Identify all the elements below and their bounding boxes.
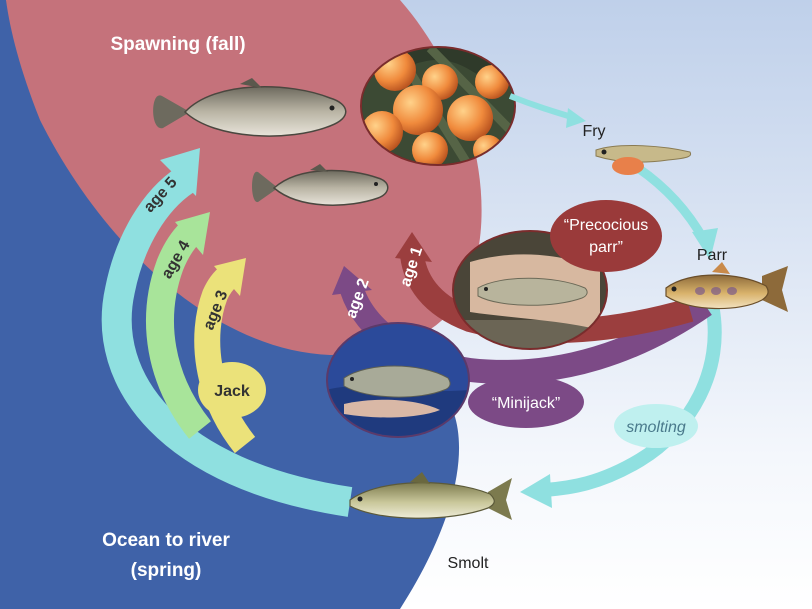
salmon-egg-cluster-photo: [360, 46, 516, 166]
age-4-arrowhead: [175, 212, 210, 255]
minijack-photo: [326, 322, 470, 438]
age-3-arrowhead: [214, 258, 246, 296]
precocious-parr-bubble: [550, 200, 662, 272]
smolt-label: Smolt: [448, 555, 489, 572]
age-1-arrowhead: [395, 232, 432, 262]
precocious-parr-label-line2: parr”: [589, 239, 623, 256]
smolt-fish-icon: [349, 472, 512, 520]
adult-salmon-icon: [153, 78, 347, 137]
eggs-to-fry-arrowhead: [566, 108, 586, 128]
jack-label: Jack: [214, 383, 250, 400]
age-4-arrow: [146, 223, 212, 439]
age-2-arrowhead: [332, 266, 372, 295]
parr-label: Parr: [697, 247, 728, 264]
jack-bubble: [198, 362, 266, 418]
precocious-parr-label-line1: “Precocious: [564, 217, 648, 234]
fry-fish-icon: [595, 145, 692, 175]
fry-to-parr-arrowhead: [692, 228, 718, 260]
age-5-arrow: [101, 167, 353, 517]
smolting-bubble: [614, 404, 698, 448]
spawning-label: Spawning (fall): [110, 34, 245, 55]
parr-to-smolt-arrow: [544, 303, 722, 497]
age-5-arrowhead: [160, 148, 200, 196]
fry-label: Fry: [582, 123, 605, 140]
parr-fish-icon: [665, 262, 788, 312]
spawning-region: [6, 0, 482, 355]
minijack-label: “Minijack”: [492, 395, 560, 412]
adult-salmon-small-icon: [252, 164, 389, 206]
ocean-label-line1: Ocean to river: [102, 530, 230, 551]
smolting-label: smolting: [626, 419, 686, 436]
minijack-bubble: [468, 376, 584, 428]
parr-to-smolt-arrowhead: [520, 474, 552, 508]
ocean-label-line2: (spring): [131, 560, 202, 581]
